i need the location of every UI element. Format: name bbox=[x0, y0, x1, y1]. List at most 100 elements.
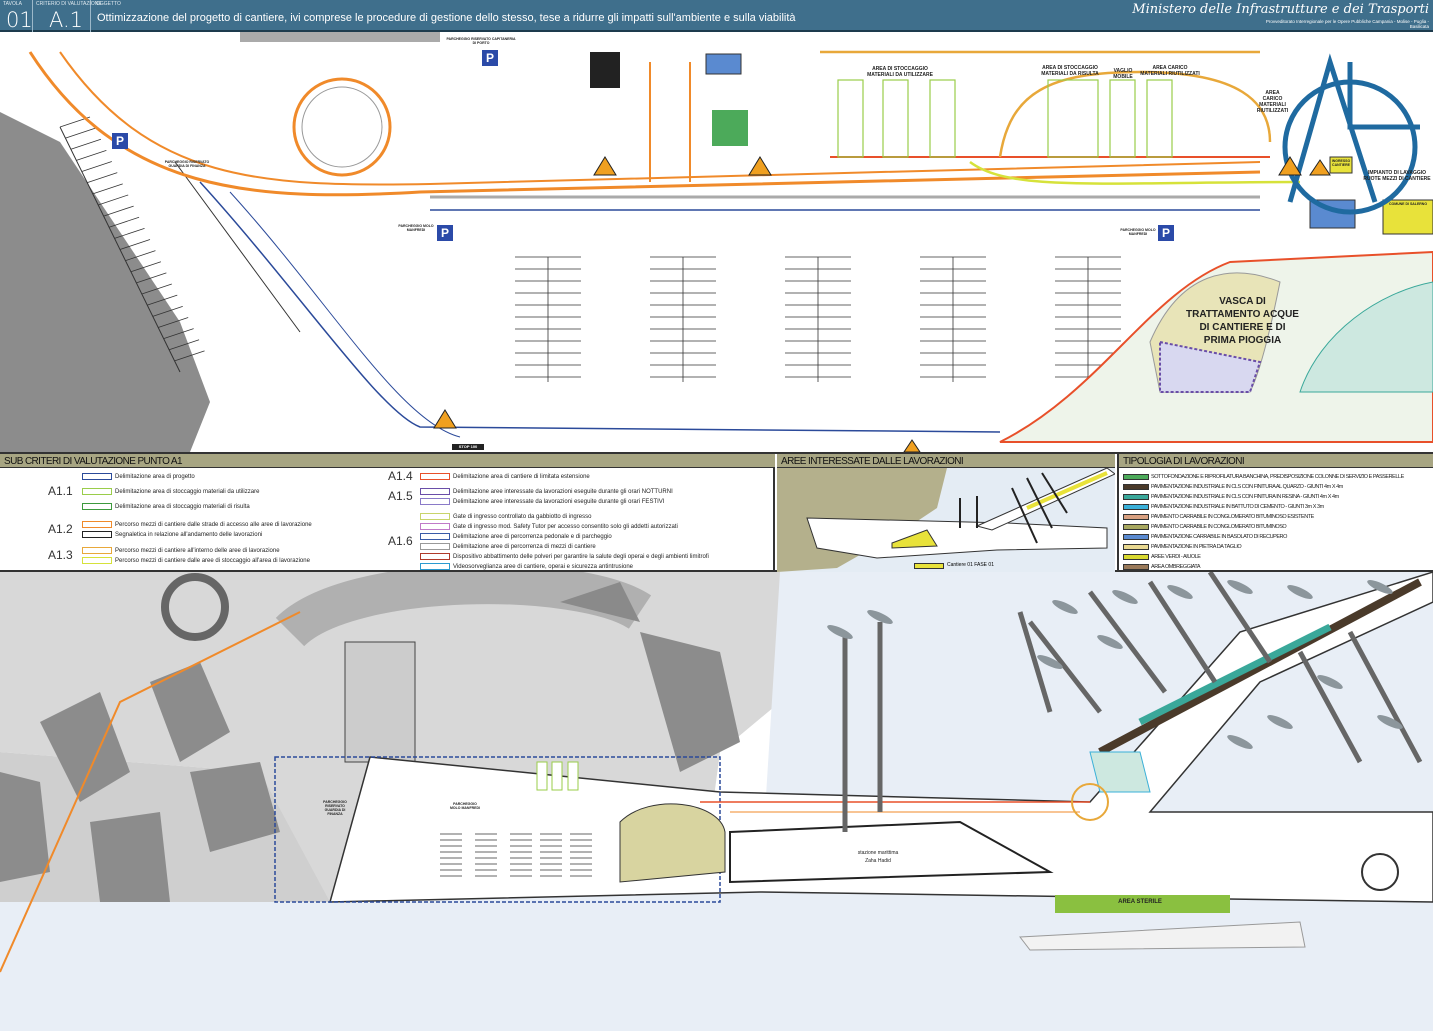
label-parcheggio-2: PARCHEGGIO MOLO MANFREDI bbox=[1120, 228, 1156, 236]
areas-legend-swatch bbox=[914, 563, 944, 569]
boat bbox=[1267, 715, 1293, 729]
legend-item: Delimitazione aree di percorrenza di mez… bbox=[420, 542, 596, 551]
legend-swatch bbox=[82, 531, 112, 538]
boat bbox=[1377, 715, 1403, 729]
work-type-swatch bbox=[1123, 543, 1149, 550]
parking-label-2: PARCHEGGIO RISERVATO GUARDIA DI FINANZA bbox=[323, 800, 347, 816]
work-type-swatch bbox=[1123, 493, 1149, 500]
sterile-area bbox=[1055, 895, 1230, 913]
tavola-number: 01 bbox=[6, 8, 33, 32]
work-type-item: SOTTOFONDAZIONE E RIPROFILATURA BANCHINA… bbox=[1123, 472, 1404, 481]
areas-legend-label: Cantiere 01 FASE 01 bbox=[947, 562, 994, 568]
boat bbox=[1112, 590, 1138, 604]
legend-label: Gate di ingresso controllato da gabbiott… bbox=[453, 513, 592, 520]
dock bbox=[1347, 630, 1423, 764]
station-label: stazione marittima bbox=[857, 850, 899, 856]
legend-item: Dispositivo abbattimento delle polveri p… bbox=[420, 552, 709, 561]
legend-swatch bbox=[82, 503, 112, 510]
parking-sign: P bbox=[1158, 225, 1174, 241]
criterion-code: A1.6 bbox=[388, 534, 413, 548]
site-plan-drawing bbox=[0, 32, 1433, 453]
legend-label: Delimitazione aree interessate da lavora… bbox=[453, 498, 665, 505]
dock bbox=[1028, 620, 1102, 714]
label-stock-waste: AREA DI STOCCAGGIO MATERIALI DA RISULTA bbox=[1041, 65, 1099, 77]
site-sign bbox=[590, 52, 620, 88]
parking-sign: P bbox=[437, 225, 453, 241]
legend-label: Delimitazione aree di percorrenza pedona… bbox=[453, 533, 612, 540]
legend-swatch bbox=[420, 473, 450, 480]
sterile-label: AREA STERILE bbox=[1118, 899, 1162, 905]
work-type-label: PAVIMENTAZIONE INDUSTRIALE IN CLS CON FI… bbox=[1151, 483, 1343, 490]
tavola-label: TAVOLA bbox=[3, 1, 22, 7]
work-type-swatch bbox=[1123, 523, 1149, 530]
work-type-label: PAVIMENTO CARRABILE IN CONGLOMERATO BITU… bbox=[1151, 523, 1287, 530]
parking-sign: P bbox=[112, 133, 128, 149]
legend-item: Delimitazione area di cantiere di limita… bbox=[420, 472, 590, 481]
dock bbox=[1297, 650, 1363, 764]
criterio-label: CRITERIO DI VALUTAZIONE bbox=[36, 1, 102, 7]
work-type-item: PAVIMENTO CARRABILE IN CONGLOMERATO BITU… bbox=[1123, 522, 1287, 531]
criterion-code: A1.5 bbox=[388, 489, 413, 503]
label-vasca: VASCA DI TRATTAMENTO ACQUE DI CANTIERE E… bbox=[1186, 296, 1299, 346]
criterion-code: A1.2 bbox=[48, 522, 73, 536]
criterion-code: A1.1 bbox=[48, 484, 73, 498]
work-type-swatch bbox=[1123, 503, 1149, 510]
work-type-label: PAVIMENTAZIONE INDUSTRIALE IN BATTUTO DI… bbox=[1151, 503, 1324, 510]
boat bbox=[1367, 580, 1393, 594]
construction-route bbox=[28, 51, 1261, 197]
work-type-item: AREA OMBREGGIATA bbox=[1123, 562, 1201, 571]
work-type-item: PAVIMENTAZIONE CARRABILE IN BASOLATO DI … bbox=[1123, 532, 1287, 541]
areas-title: AREE INTERESSATE DALLE LAVORAZIONI bbox=[777, 454, 1115, 468]
sub-criteria-title: SUB CRITERI DI VALUTAZIONE PUNTO A1 bbox=[0, 454, 775, 468]
label-parcheggio-4: PARCHEGGIO RISERVATO CAPITANERIA DI PORT… bbox=[446, 37, 516, 45]
tipologia-title: TIPOLOGIA DI LAVORAZIONI bbox=[1117, 454, 1433, 468]
dock bbox=[1147, 580, 1218, 684]
buildings bbox=[0, 582, 740, 902]
legend-label: Delimitazione area di stoccaggio materia… bbox=[115, 488, 260, 495]
work-type-swatch bbox=[1123, 473, 1149, 480]
legend-label: Delimitazione aree interessate da lavora… bbox=[453, 488, 673, 495]
legend-strip: SUB CRITERI DI VALUTAZIONE PUNTO A1 A1.1… bbox=[0, 452, 1433, 572]
work-type-label: PAVIMENTAZIONE CARRABILE IN BASOLATO DI … bbox=[1151, 533, 1287, 540]
work-type-swatch bbox=[1123, 533, 1149, 540]
work-type-item: PAVIMENTAZIONE INDUSTRIALE IN CLS CON FI… bbox=[1123, 482, 1343, 491]
legend-swatch bbox=[420, 488, 450, 495]
work-type-swatch bbox=[1123, 513, 1149, 520]
legend-swatch bbox=[420, 533, 450, 540]
legend-item: Gate di ingresso mod. Safety Tutor per a… bbox=[420, 522, 678, 531]
work-type-label: PAVIMENTO CARRABILE IN CONGLOMERATO BITU… bbox=[1151, 513, 1314, 520]
legend-label: Delimitazione area di cantiere di limita… bbox=[453, 473, 590, 480]
legend-item: Delimitazione aree di percorrenza pedona… bbox=[420, 532, 612, 541]
comune-sign bbox=[1382, 199, 1433, 235]
dock bbox=[1088, 590, 1167, 694]
al-logo bbox=[1282, 53, 1420, 215]
legend-label: Delimitazione aree di percorrenza di mez… bbox=[453, 543, 596, 550]
label-carico-2: AREA CARICO MATERIALI RIUTILIZZATI bbox=[1256, 90, 1289, 114]
legend-label: Percorso mezzi di cantiere dalle strade … bbox=[115, 521, 312, 528]
areas-inset-map: Cantiere 01 FASE 01 bbox=[777, 468, 1115, 572]
legend-item: Percorso mezzi di cantiere dalle strade … bbox=[82, 520, 312, 529]
legend-item: Delimitazione area di stoccaggio materia… bbox=[82, 502, 250, 511]
ministry-subtitle: Provveditorato Interregionale per le Ope… bbox=[1265, 19, 1429, 29]
work-type-item: PAVIMENTAZIONE INDUSTRIALE IN BATTUTO DI… bbox=[1123, 502, 1324, 511]
work-type-label: AREE VERDI - AIUOLE bbox=[1151, 553, 1201, 560]
ship bbox=[1019, 921, 1306, 951]
legend-swatch bbox=[420, 563, 450, 570]
legend-item: Videosorveglianza aree di cantiere, oper… bbox=[420, 562, 633, 571]
legend-label: Gate di ingresso mod. Safety Tutor per a… bbox=[453, 523, 678, 530]
first-aid-sign bbox=[712, 110, 748, 146]
legend-item: Gate di ingresso controllato da gabbiott… bbox=[420, 512, 591, 521]
label-vaglio: VAGLIO MOBILE bbox=[1113, 68, 1133, 80]
legend-swatch bbox=[420, 523, 450, 530]
page-title: Ottimizzazione del progetto di cantiere,… bbox=[97, 12, 796, 24]
legend-item: Percorso mezzi di cantiere dalle aree di… bbox=[82, 556, 310, 565]
boat bbox=[1037, 655, 1063, 669]
work-type-swatch bbox=[1123, 483, 1149, 490]
legend-item: Delimitazione area di stoccaggio materia… bbox=[82, 487, 259, 496]
work-type-label: SOTTOFONDAZIONE E RIPROFILATURA BANCHINA… bbox=[1151, 473, 1404, 480]
legend-item: Delimitazione aree interessate da lavora… bbox=[420, 497, 664, 506]
